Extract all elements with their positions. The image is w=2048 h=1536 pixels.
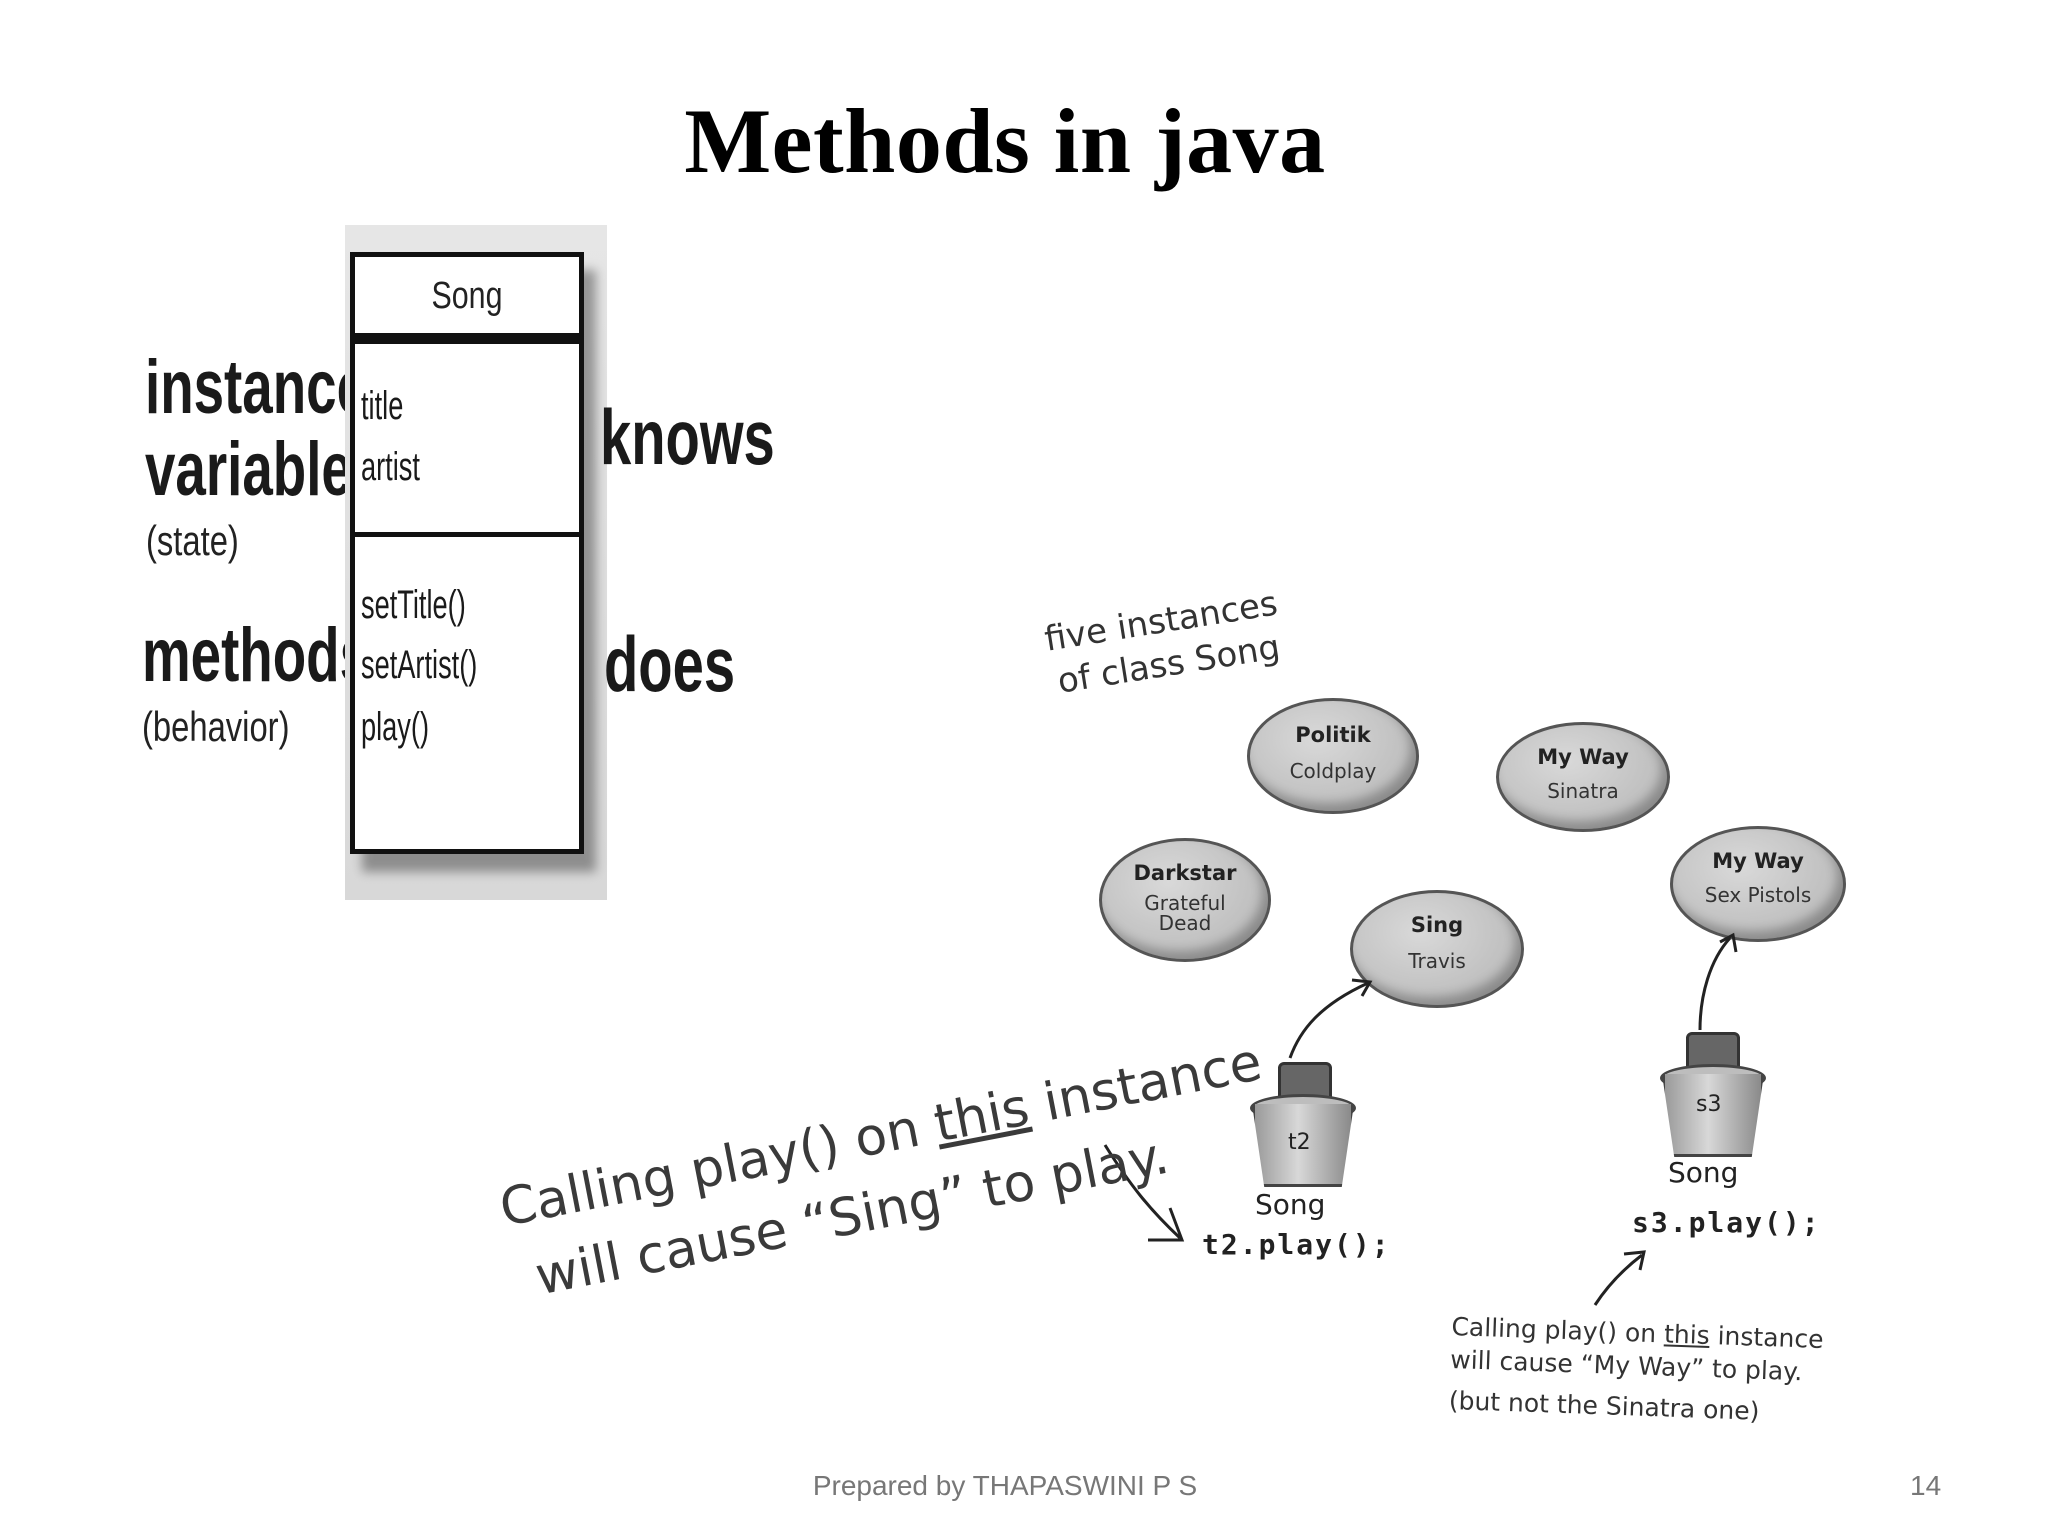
methods-label: methods <box>142 613 371 698</box>
method-call-s3: s3.play(); <box>1632 1206 1821 1239</box>
instance-name: My Way <box>1712 849 1804 873</box>
reference-cup-s3: s3 <box>1660 1028 1766 1158</box>
arrowhead-note-left <box>1148 1207 1185 1242</box>
arrowhead-note-right <box>1623 1250 1646 1271</box>
instance-sing: Sing Travis <box>1350 890 1524 1008</box>
reference-cup-t2: t2 <box>1250 1058 1356 1188</box>
variable-title: title <box>361 384 404 428</box>
footer-text: Prepared by THAPASWINI P S <box>812 1470 1198 1501</box>
reference-variable-t2: t2 <box>1288 1130 1311 1155</box>
instance-name: Politik <box>1295 723 1371 747</box>
slide-title: Methods in java <box>684 90 1326 192</box>
knows-label: knows <box>600 393 775 481</box>
arrow-s3-to-myway <box>1698 936 1732 1031</box>
does-label: does <box>604 620 736 708</box>
instance-variables-section: title artist <box>355 344 579 537</box>
instance-myway-sexpistols: My Way Sex Pistols <box>1670 826 1846 942</box>
instance-name: My Way <box>1537 745 1629 769</box>
note-myway-emphasis: this <box>1663 1319 1711 1350</box>
instance-darkstar: Darkstar Grateful Dead <box>1099 838 1271 962</box>
instance-artist: Grateful Dead <box>1144 891 1226 935</box>
instance-variables-label-line1: instance <box>145 345 368 430</box>
instance-myway-sinatra: My Way Sinatra <box>1496 722 1670 832</box>
note-myway: Calling play() on this instance will cau… <box>1448 1312 1824 1428</box>
instance-artist: Sinatra <box>1547 779 1619 803</box>
class-box: Song title artist setTitle() setArtist()… <box>350 252 584 854</box>
reference-type-t2: Song <box>1255 1188 1326 1221</box>
instance-name: Darkstar <box>1133 861 1237 885</box>
instance-artist: Travis <box>1408 949 1466 973</box>
arrow-note-right <box>1593 1253 1643 1306</box>
note-myway-line1-pre: Calling play() on <box>1450 1312 1665 1349</box>
behavior-label: (behavior) <box>142 703 290 750</box>
reference-variable-s3: s3 <box>1696 1092 1722 1117</box>
instance-variables-label-line2: variables <box>145 427 383 512</box>
variable-artist: artist <box>361 445 420 489</box>
arrow-t2-to-sing <box>1288 981 1369 1059</box>
arrow-note-left <box>1103 1144 1182 1240</box>
instance-name: Sing <box>1410 913 1464 937</box>
class-name: Song <box>431 275 503 317</box>
instance-politik: Politik Coldplay <box>1247 698 1419 814</box>
class-name-row: Song <box>355 257 579 344</box>
page-number: 14 <box>1910 1470 1942 1501</box>
instance-artist: Coldplay <box>1289 759 1377 783</box>
reference-type-s3: Song <box>1668 1156 1739 1189</box>
method-setartist: setArtist() <box>361 643 478 687</box>
state-label: (state) <box>146 517 239 564</box>
method-call-t2: t2.play(); <box>1202 1228 1391 1261</box>
arrowhead-s3 <box>1719 932 1738 953</box>
method-settitle: setTitle() <box>361 583 466 627</box>
arrowhead-t2 <box>1351 978 1373 997</box>
note-myway-line1-post: instance <box>1709 1321 1825 1354</box>
instance-artist: Sex Pistols <box>1704 883 1812 907</box>
method-play: play() <box>361 705 430 749</box>
